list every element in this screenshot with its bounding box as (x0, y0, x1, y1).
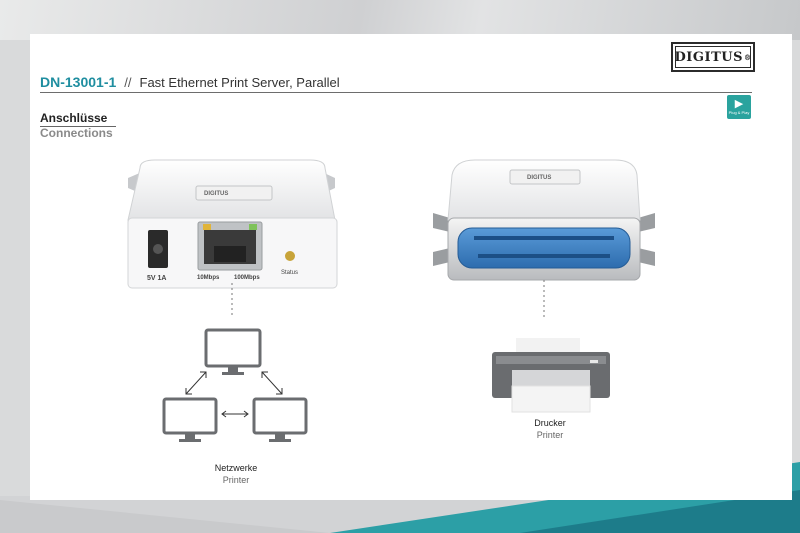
logo-text: DIGITUS (674, 49, 743, 65)
left-latch-top (433, 213, 450, 232)
monitor-right (252, 397, 308, 442)
play-icon: ▶ (734, 98, 744, 110)
print-server-device (127, 159, 338, 318)
status-led (285, 251, 295, 261)
power-jack-pin (153, 244, 163, 254)
printer-label-en: Printer (536, 430, 564, 440)
page-header: DN-13001-1 // Fast Ethernet Print Server… (40, 74, 752, 90)
device-brand-plate (195, 185, 273, 201)
led-10mbps (203, 224, 211, 230)
connector-housing (447, 159, 641, 221)
logo-frame: DIGITUS® (675, 46, 751, 68)
connector-brand-plate (509, 169, 581, 185)
monitor-left (162, 397, 218, 442)
network-label-en: Printer (222, 475, 250, 485)
centronics-insert (457, 227, 631, 269)
status-label: Status (281, 270, 299, 276)
header-divider (40, 92, 752, 93)
badge-text: Plug & Play (728, 110, 750, 115)
network-arrows (185, 371, 283, 418)
header-separator: // (124, 75, 132, 90)
monitor-top (204, 328, 262, 375)
left-latch-bottom (433, 248, 450, 266)
section-title-de: Anschlüsse (40, 111, 116, 127)
led-right-label: 100Mbps (234, 275, 260, 281)
section-title-en: Connections (40, 126, 113, 140)
device-left-brand: DIGITUS (204, 191, 229, 197)
led-100mbps (249, 224, 257, 230)
network-diagram (162, 328, 308, 442)
printer-icon (492, 338, 610, 413)
network-label-de: Netzwerke (214, 463, 258, 473)
right-latch-top (638, 213, 655, 232)
digitus-logo: DIGITUS® (671, 42, 755, 72)
plug-and-play-badge: ▶ Plug & Play (727, 95, 751, 119)
background-top (0, 0, 800, 40)
model-number: DN-13001-1 (40, 74, 117, 90)
device-right-brand: DIGITUS (527, 175, 552, 181)
parallel-connector-device (433, 159, 655, 320)
led-left-label: 10Mbps (197, 275, 220, 281)
centronics-pins (474, 236, 614, 258)
page-title: Fast Ethernet Print Server, Parallel (139, 75, 340, 90)
power-label: 5V 1A (147, 275, 167, 282)
logo-mark: ® (743, 52, 752, 62)
right-latch-bottom (638, 248, 655, 266)
printer-label-de: Drucker (534, 418, 566, 428)
rj45-inner (214, 246, 246, 262)
